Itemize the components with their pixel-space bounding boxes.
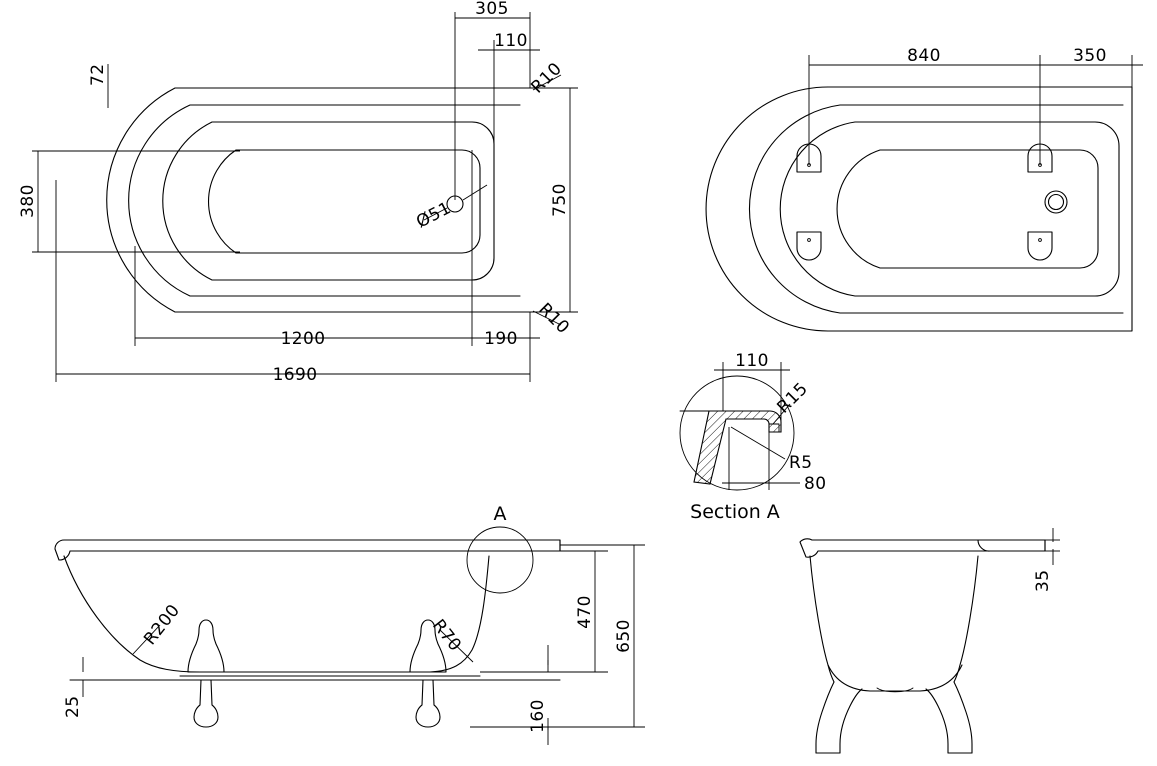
plan-r-rim-outline xyxy=(748,104,1124,314)
side-elevation-view: A R200 R70 25 470 650 160 xyxy=(54,503,645,745)
dim-r15: R15 xyxy=(773,379,812,418)
leader-r15 xyxy=(772,403,791,425)
section-a-boundary-circle xyxy=(679,375,795,491)
dim-25: 25 xyxy=(63,696,83,718)
end-elev-bottom-curve xyxy=(827,664,963,692)
waste-leader-line xyxy=(462,184,488,201)
elevation-rim-slab xyxy=(54,539,561,561)
foot-pad-bottom-right xyxy=(1027,231,1053,261)
section-a-hatched-profile xyxy=(693,410,782,485)
dim-1200: 1200 xyxy=(281,329,326,349)
plan-r-outer-outline xyxy=(705,86,1133,332)
foot-left xyxy=(187,619,225,728)
dim-470: 470 xyxy=(575,595,595,629)
dim-650: 650 xyxy=(614,619,634,653)
section-a-corner-square xyxy=(768,423,780,433)
plan-rim-outline xyxy=(128,104,521,297)
dim-r10-top: R10 xyxy=(527,59,566,98)
dim-190: 190 xyxy=(484,329,518,349)
dim-160: 160 xyxy=(528,699,548,733)
dim-r10-bottom: R10 xyxy=(534,299,573,338)
leader-r10-bottom xyxy=(532,310,562,326)
end-elevation-view: 35 xyxy=(799,528,1060,754)
plan-view-right: 840 350 xyxy=(705,46,1143,332)
end-elev-rim-lip xyxy=(977,539,991,552)
dim-r5: R5 xyxy=(789,453,812,473)
leader-r200 xyxy=(132,624,161,655)
dim-110-plan: 110 xyxy=(494,31,528,51)
detail-callout-label-a: A xyxy=(494,503,507,525)
section-a-detail: 110 R15 R5 80 Section A xyxy=(679,351,826,523)
end-elev-right-wall xyxy=(953,555,979,683)
plan-r-base-outline xyxy=(836,149,1099,269)
plan-base-outline xyxy=(208,149,481,254)
elevation-right-body-curve xyxy=(429,555,490,673)
leader-r5 xyxy=(730,426,786,460)
waste-leader-tail xyxy=(423,207,448,221)
plan-view-left: Ø51 305 110 72 380 750 R10 R10 xyxy=(18,0,578,385)
dim-350: 350 xyxy=(1073,46,1107,66)
dim-waste-diameter: Ø51 xyxy=(413,198,454,232)
plan-r-bowl-outline xyxy=(779,121,1120,297)
detail-callout-circle-a xyxy=(466,526,534,594)
elevation-left-body-curve xyxy=(63,555,201,673)
foot-right xyxy=(409,619,447,728)
waste-outlet-rings xyxy=(1044,190,1068,214)
section-a-label: Section A xyxy=(690,501,780,523)
end-elev-base-seam xyxy=(876,687,914,693)
plan-outer-outline xyxy=(106,87,531,313)
end-elev-foot-right xyxy=(925,681,973,754)
leader-r10-top xyxy=(532,74,562,91)
dim-840: 840 xyxy=(907,46,941,66)
dim-110-section: 110 xyxy=(735,351,769,371)
dim-380: 380 xyxy=(18,184,38,218)
leader-r70 xyxy=(439,629,474,663)
dim-750: 750 xyxy=(550,183,570,217)
dim-r200: R200 xyxy=(140,601,184,649)
plan-bowl-outline xyxy=(162,121,495,281)
dim-72: 72 xyxy=(88,64,108,86)
foot-pad-bottom-left xyxy=(796,231,822,261)
dim-1690: 1690 xyxy=(273,365,318,385)
dim-35: 35 xyxy=(1033,570,1053,592)
end-elev-rim xyxy=(799,538,1046,558)
end-elev-left-wall xyxy=(809,555,835,683)
dim-80: 80 xyxy=(804,474,826,494)
dim-305: 305 xyxy=(475,0,509,19)
end-elev-foot-left xyxy=(815,681,863,754)
